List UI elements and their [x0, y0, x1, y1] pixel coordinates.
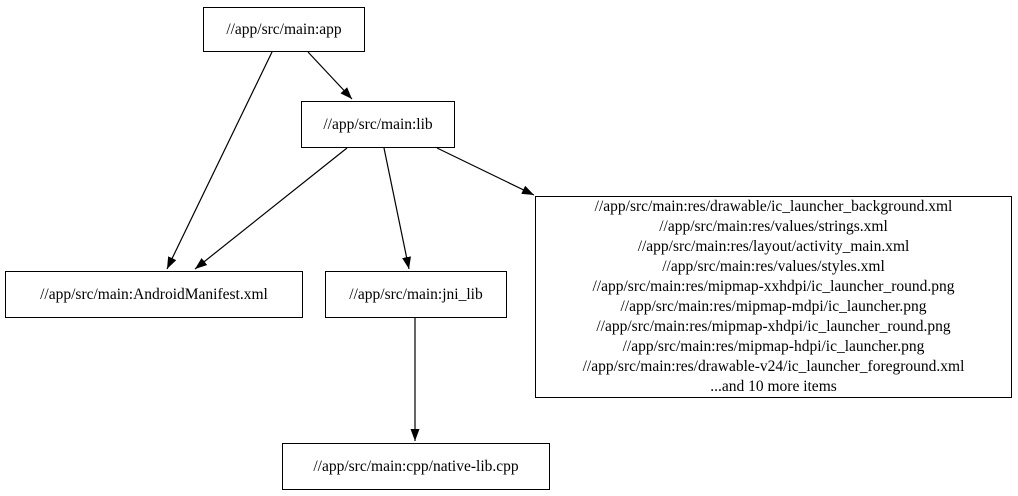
node-app-label: //app/src/main:app — [226, 20, 342, 38]
node-res-group: //app/src/main:res/drawable/ic_launcher_… — [535, 196, 1012, 398]
res-group-line: //app/src/main:res/drawable-v24/ic_launc… — [582, 357, 965, 375]
node-jni-lib-label: //app/src/main:jni_lib — [349, 285, 483, 303]
res-group-line: //app/src/main:res/mipmap-xhdpi/ic_launc… — [596, 317, 951, 335]
edge-lib-to-jni-lib — [383, 147, 411, 270]
node-native-lib-label: //app/src/main:cpp/native-lib.cpp — [313, 457, 519, 475]
res-group-line: //app/src/main:res/mipmap-hdpi/ic_launch… — [622, 337, 925, 355]
res-group-line: //app/src/main:res/values/strings.xml — [659, 218, 888, 236]
res-group-line: //app/src/main:res/mipmap-mdpi/ic_launch… — [620, 298, 927, 315]
res-group-line: //app/src/main:res/mipmap-xxhdpi/ic_laun… — [592, 278, 955, 296]
res-group-line: //app/src/main:res/drawable/ic_launcher_… — [594, 198, 953, 216]
edge-app-to-lib — [307, 51, 353, 100]
node-android-manifest: //app/src/main:AndroidManifest.xml — [5, 271, 303, 318]
node-app: //app/src/main:app — [203, 7, 365, 52]
edge-app-to-android-manifest — [166, 51, 273, 270]
node-lib-label: //app/src/main:lib — [323, 115, 433, 133]
node-android-manifest-label: //app/src/main:AndroidManifest.xml — [40, 285, 268, 303]
edge-lib-to-android-manifest — [194, 147, 348, 270]
res-group-more-items: ...and 10 more items — [710, 377, 837, 395]
node-native-lib: //app/src/main:cpp/native-lib.cpp — [282, 443, 550, 490]
edge-lib-to-res-group — [436, 147, 535, 196]
res-group-line: //app/src/main:res/values/styles.xml — [662, 258, 885, 276]
res-group-line: //app/src/main:res/layout/activity_main.… — [637, 238, 910, 256]
node-lib: //app/src/main:lib — [301, 101, 455, 148]
node-jni-lib: //app/src/main:jni_lib — [325, 271, 507, 318]
